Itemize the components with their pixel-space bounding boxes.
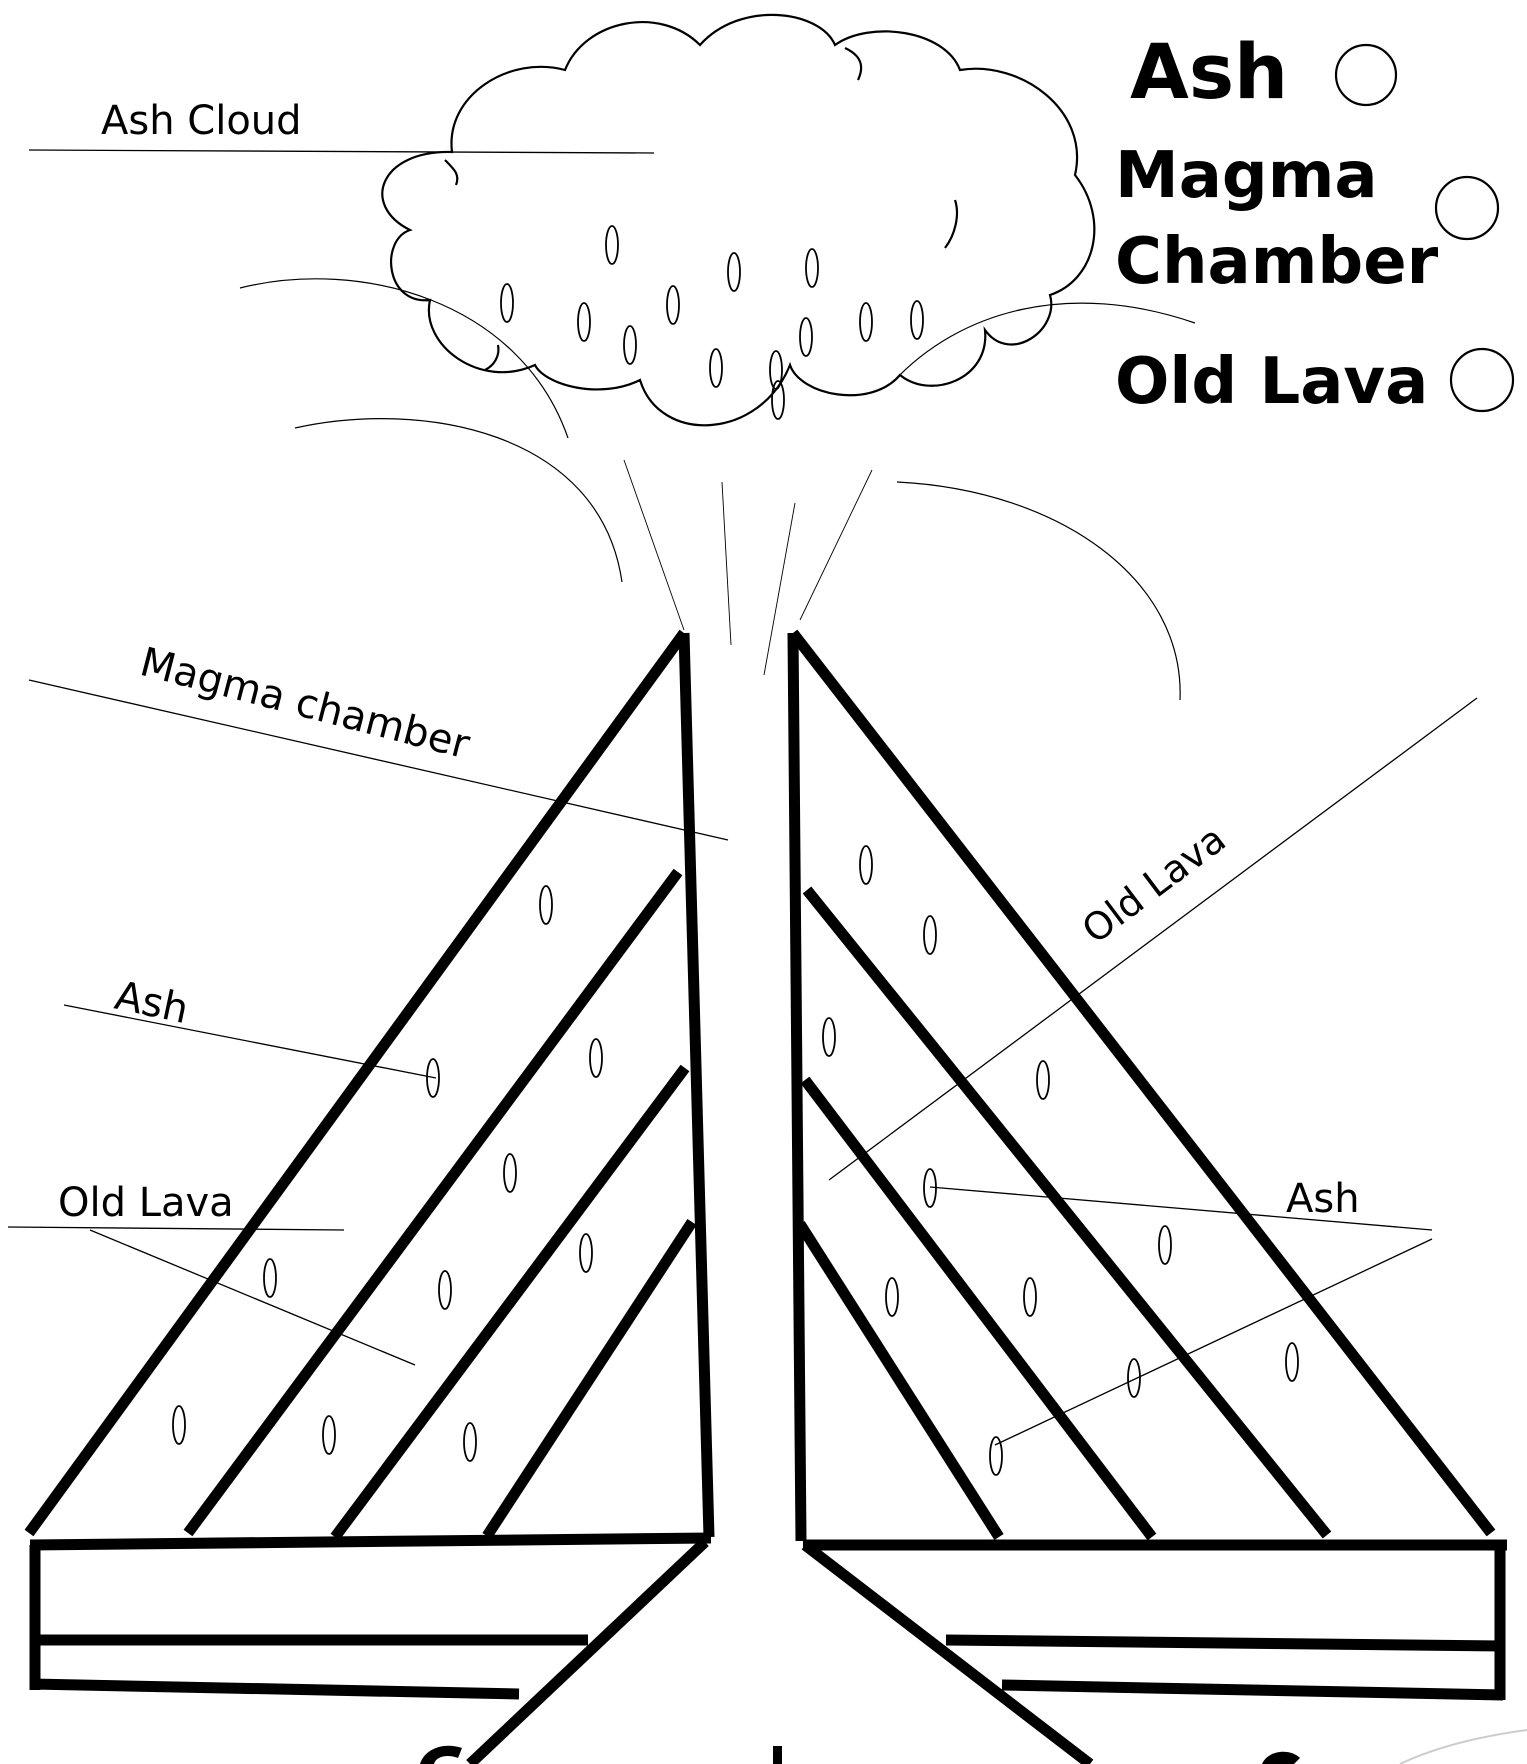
ash-particle — [173, 1406, 185, 1444]
eruption-lines — [240, 279, 1195, 700]
ash-particle — [886, 1278, 898, 1316]
label-old-lava-right: Old Lava — [1074, 817, 1234, 953]
ash-particle — [1159, 1226, 1171, 1264]
ash-cloud-leader — [29, 150, 654, 153]
ash-particle — [806, 249, 818, 287]
ash-particle — [501, 284, 513, 322]
legend-chamber-label: Chamber — [1115, 225, 1439, 299]
ash-particle — [464, 1423, 476, 1461]
ash-particle — [728, 253, 740, 291]
ash-particle — [606, 226, 618, 264]
ash-particle — [1037, 1061, 1049, 1099]
ash-particle — [580, 1234, 592, 1272]
cropped-bottom-marks — [420, 1746, 1300, 1764]
ash-particle — [710, 349, 722, 387]
ash-particle — [667, 286, 679, 324]
ash-particle — [323, 1416, 335, 1454]
old-lava-right-leader — [829, 698, 1477, 1180]
ash-right-leader-2 — [995, 1239, 1432, 1445]
ash-particle — [860, 846, 872, 884]
label-ash-right: Ash — [1286, 1176, 1360, 1222]
ash-particle — [540, 886, 552, 924]
ash-particle — [439, 1271, 451, 1309]
legend-old-lava-circle — [1451, 349, 1513, 411]
old-lava-left-leader — [8, 1227, 344, 1230]
legend-old-lava-label: Old Lava — [1115, 345, 1428, 419]
ash-particle — [924, 916, 936, 954]
label-magma-chamber: Magma chamber — [135, 639, 474, 768]
legend-magma-label: Magma — [1115, 139, 1378, 213]
ash-particle — [860, 303, 872, 341]
ash-particle — [1024, 1278, 1036, 1316]
ash-particle — [823, 1018, 835, 1056]
ash-particle — [578, 303, 590, 341]
legend-ash-label: Ash — [1130, 27, 1288, 116]
legend-magma-chamber-circle — [1436, 177, 1498, 239]
ash-cloud — [382, 15, 1094, 425]
legend: Ash Magma Chamber Old Lava — [1115, 27, 1513, 419]
ash-particle — [911, 301, 923, 339]
page-curl-mark — [1400, 1730, 1527, 1764]
label-ash-left: Ash — [111, 973, 193, 1033]
label-old-lava-left: Old Lava — [58, 1180, 234, 1226]
ash-particle — [504, 1154, 516, 1192]
ash-particle — [624, 326, 636, 364]
ash-particle — [1286, 1343, 1298, 1381]
label-ash-cloud: Ash Cloud — [101, 98, 302, 144]
legend-ash-circle — [1336, 45, 1396, 105]
ash-particle — [264, 1259, 276, 1297]
ash-particle — [590, 1039, 602, 1077]
ash-particle — [800, 318, 812, 356]
